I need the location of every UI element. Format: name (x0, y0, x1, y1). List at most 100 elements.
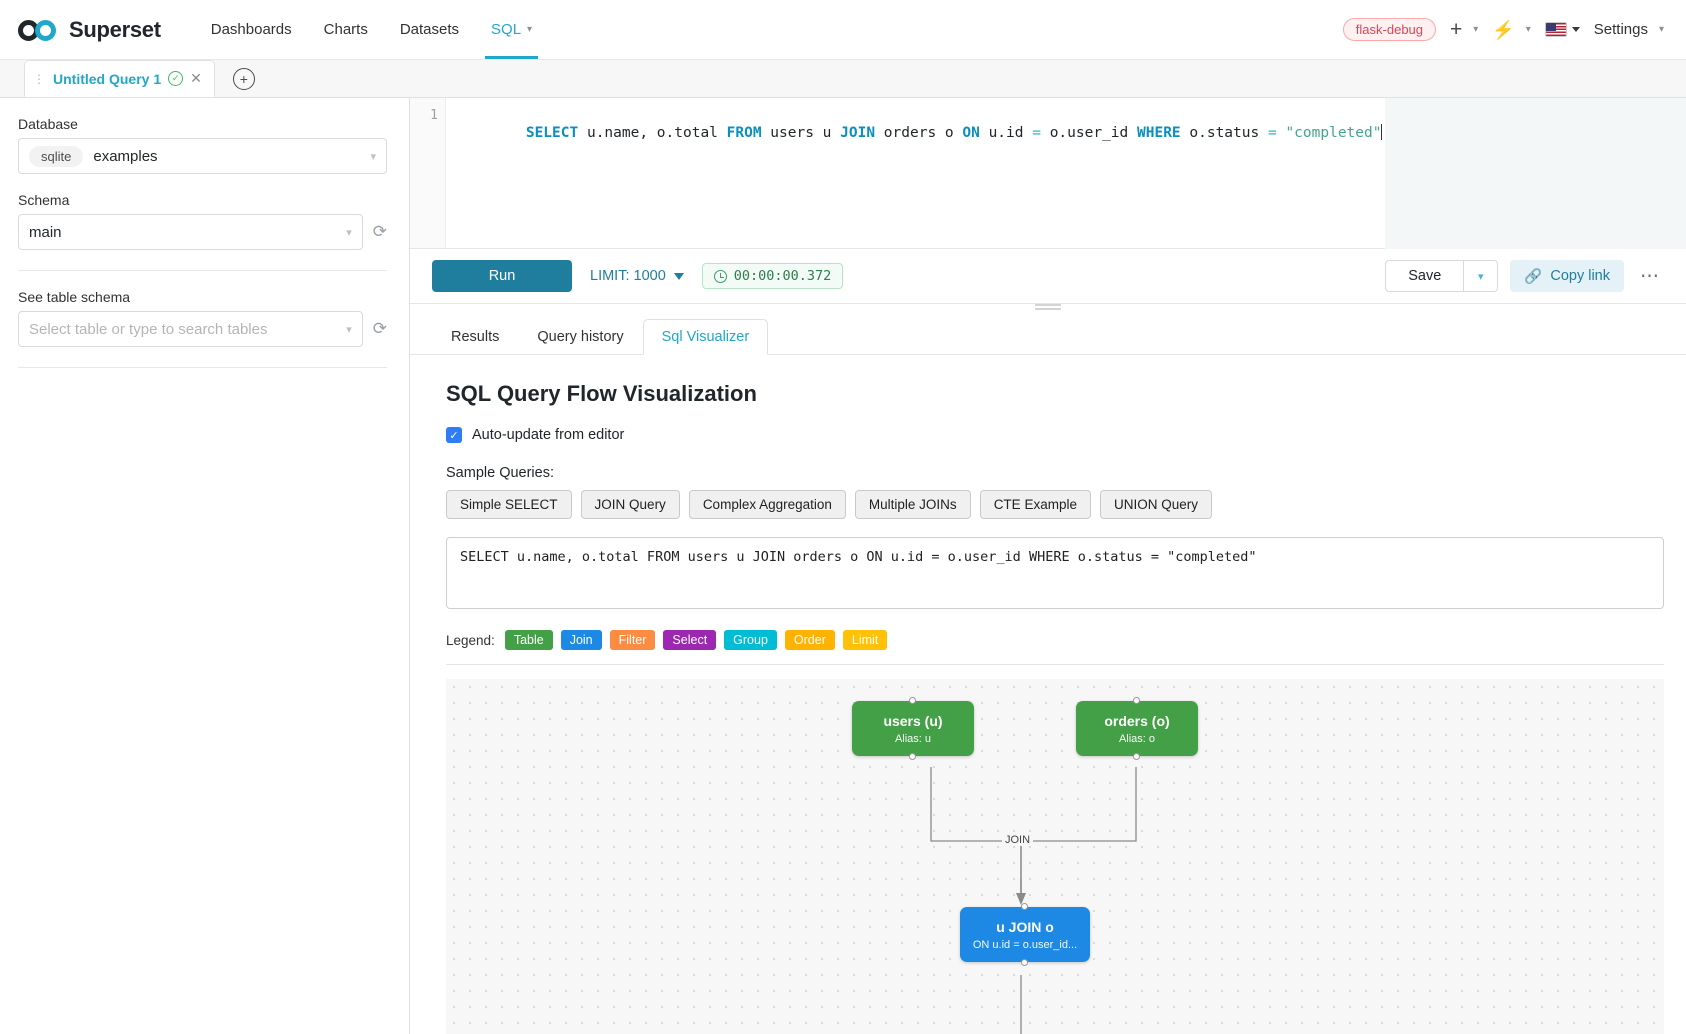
node-subtitle: Alias: o (1118, 732, 1156, 745)
node-subtitle: ON u.id = o.user_id... (972, 938, 1078, 951)
more-options-button[interactable]: ⋯ (1640, 265, 1660, 287)
main-area: Database sqlite examples ▾ Schema main ▾… (0, 98, 1686, 1034)
sql-input-textarea[interactable] (446, 537, 1664, 610)
sample-query-simple-select[interactable]: Simple SELECT (446, 490, 572, 520)
text-cursor (1381, 124, 1383, 140)
sample-query-union-query[interactable]: UNION Query (1099, 490, 1212, 520)
chevron-down-icon: ▾ (370, 150, 376, 163)
node-handle-top[interactable] (909, 697, 916, 705)
editor-selection-highlight (1385, 98, 1686, 250)
node-handle-top[interactable] (1021, 903, 1028, 911)
chevron-down-icon: ▾ (346, 323, 352, 336)
legend-chip-limit: Limit (842, 630, 888, 651)
auto-update-label: Auto-update from editor (472, 427, 625, 444)
editor-toolbar: Run LIMIT: 1000 00:00:00.372 Save ▾ 🔗 Co… (410, 248, 1686, 311)
database-label: Database (18, 116, 78, 132)
limit-dropdown[interactable]: LIMIT: 1000 (590, 268, 684, 284)
toolbar-right: Save ▾ 🔗 Copy link ⋯ (1385, 260, 1664, 293)
nav-item-charts[interactable]: Charts (308, 0, 384, 59)
primary-nav: Dashboards Charts Datasets SQL ▾ (195, 0, 548, 59)
table-select[interactable]: Select table or type to search tables ▾ (18, 311, 363, 347)
tab-results[interactable]: Results (451, 329, 500, 346)
code-token: users u (761, 125, 841, 141)
caret-down-icon (673, 272, 684, 280)
chevron-down-icon: ▾ (1658, 24, 1664, 35)
database-select[interactable]: sqlite examples ▾ (18, 138, 387, 174)
editor-gutter: 1 (410, 98, 446, 248)
database-engine-badge: sqlite (29, 145, 84, 167)
sample-query-multiple-joins[interactable]: Multiple JOINs (854, 490, 971, 520)
tab-query-history[interactable]: Query history (537, 329, 624, 346)
language-selector[interactable] (1544, 22, 1580, 37)
legend-label: Legend: (446, 632, 495, 648)
save-dropdown-button[interactable]: ▾ (1464, 260, 1499, 293)
check-circle-icon: ✓ (168, 71, 184, 86)
quick-actions-button[interactable]: ⚡ ▾ (1492, 21, 1530, 39)
editor-pane: 1 SELECT u.name, o.total FROM users u JO… (410, 98, 1686, 1034)
code-token: ON (962, 125, 980, 141)
flow-node-orders[interactable]: orders (o) Alias: o (1076, 697, 1198, 761)
drag-handle-icon[interactable]: ⋮ (33, 71, 46, 86)
sample-query-cte-example[interactable]: CTE Example (979, 490, 1091, 520)
navbar-right: flask-debug + ▾ ⚡ ▾ Settings ▾ (1342, 18, 1664, 41)
sample-query-complex-aggregation[interactable]: Complex Aggregation (688, 490, 846, 520)
schema-select[interactable]: main ▾ (18, 214, 363, 250)
superset-brand[interactable]: Superset (18, 17, 161, 43)
edge-label-join: JOIN (1002, 834, 1034, 847)
flask-debug-badge: flask-debug (1342, 18, 1437, 41)
query-tab-strip: ⋮ Untitled Query 1 ✓ ✕ + (0, 60, 1686, 98)
node-handle-bottom[interactable] (1133, 753, 1140, 761)
code-token: o.status (1180, 125, 1268, 141)
tab-sql-visualizer[interactable]: Sql Visualizer (642, 319, 769, 356)
sql-editor[interactable]: 1 SELECT u.name, o.total FROM users u JO… (410, 98, 1686, 250)
schema-row: main ▾ ⟳ (18, 214, 387, 250)
pane-resize-handle[interactable] (1035, 304, 1061, 311)
settings-menu[interactable]: Settings ▾ (1594, 21, 1664, 38)
brand-name: Superset (69, 16, 161, 42)
sidebar-divider-2 (18, 367, 387, 368)
flow-node-users[interactable]: users (u) Alias: u (852, 697, 974, 761)
node-handle-top[interactable] (1133, 697, 1140, 705)
link-icon: 🔗 (1524, 268, 1543, 285)
node-handle-bottom[interactable] (909, 753, 916, 761)
lightning-bolt-icon: ⚡ (1492, 19, 1515, 40)
code-token: FROM (726, 125, 762, 141)
chevron-down-icon: ▾ (527, 24, 533, 35)
node-handle-bottom[interactable] (1021, 959, 1028, 967)
auto-update-row: ✓ Auto-update from editor (446, 427, 1650, 444)
plus-icon: + (1450, 18, 1463, 41)
save-button[interactable]: Save (1385, 260, 1465, 293)
legend-chip-group: Group (724, 630, 777, 651)
refresh-icon[interactable]: ⟳ (372, 319, 387, 338)
nav-item-datasets[interactable]: Datasets (384, 0, 475, 59)
refresh-icon[interactable]: ⟳ (372, 222, 387, 241)
editor-code-line[interactable]: SELECT u.name, o.total FROM users u JOIN… (410, 98, 1686, 157)
flow-node-join[interactable]: u JOIN o ON u.id = o.user_id... (960, 903, 1090, 967)
run-button[interactable]: Run (432, 260, 572, 293)
copy-link-label: Copy link (1550, 268, 1610, 285)
schema-label: Schema (18, 192, 70, 208)
close-icon[interactable]: ✕ (190, 70, 202, 86)
new-menu-button[interactable]: + ▾ (1450, 19, 1478, 40)
code-token: JOIN (840, 125, 876, 141)
legend-chip-table: Table (504, 630, 553, 651)
flow-canvas[interactable]: users (u) Alias: u orders (o) Alias: o J… (446, 679, 1664, 1034)
see-table-schema-label: See table schema (18, 289, 131, 305)
legend-chip-select: Select (663, 630, 717, 651)
code-token: SELECT (525, 125, 579, 141)
query-tab-untitled-query-1[interactable]: ⋮ Untitled Query 1 ✓ ✕ (24, 60, 215, 97)
page-title: SQL Query Flow Visualization (446, 381, 757, 407)
code-token: u.name, o.total (578, 125, 727, 141)
nav-item-dashboards[interactable]: Dashboards (195, 0, 308, 59)
chevron-down-icon: ▾ (346, 226, 352, 239)
auto-update-checkbox[interactable]: ✓ (446, 427, 462, 444)
sample-query-join-query[interactable]: JOIN Query (580, 490, 680, 520)
table-row: Select table or type to search tables ▾ … (18, 311, 387, 347)
us-flag-icon (1544, 22, 1567, 37)
nav-item-sql[interactable]: SQL ▾ (475, 0, 548, 59)
code-token: WHERE (1137, 125, 1181, 141)
add-tab-icon[interactable]: + (232, 68, 255, 90)
sql-visualizer-panel: SQL Query Flow Visualization ✓ Auto-upda… (410, 355, 1686, 1034)
copy-link-button[interactable]: 🔗 Copy link (1510, 260, 1624, 293)
